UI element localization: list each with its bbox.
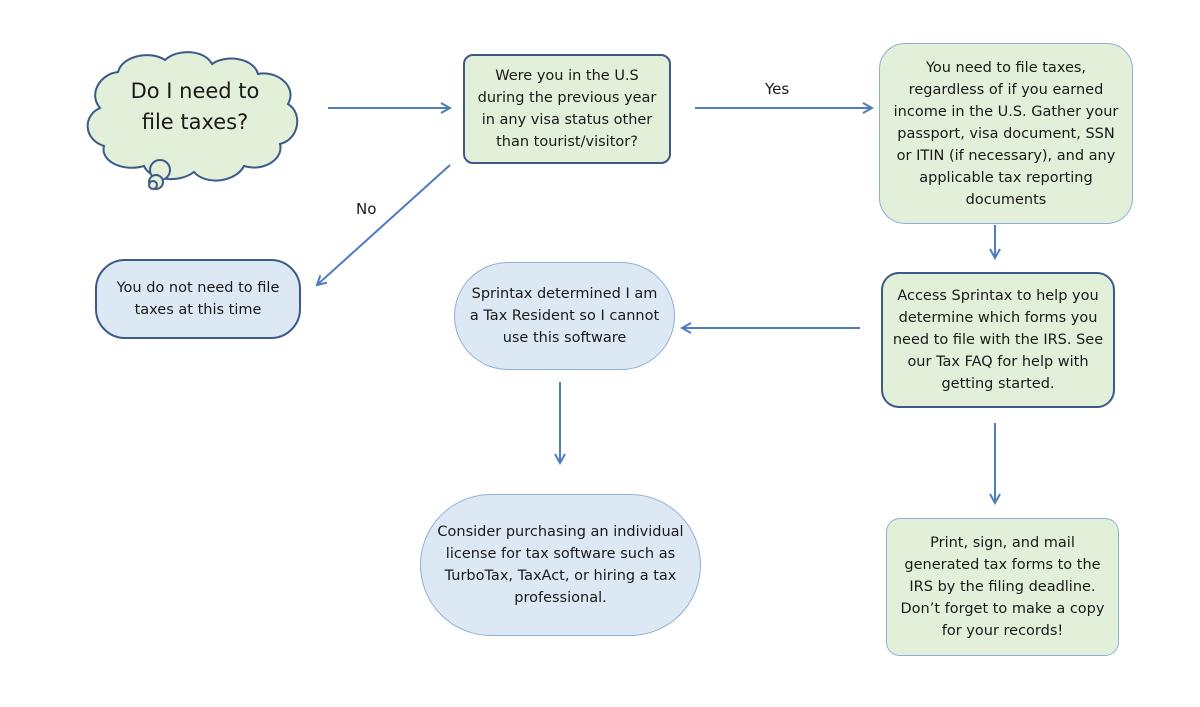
print-sign-mail-text: Print, sign, and mail generated tax form… xyxy=(900,535,1105,639)
cloud-bubble-small xyxy=(148,180,158,190)
tax-resident-box: Sprintax determined I am a Tax Resident … xyxy=(454,262,675,370)
consider-software-box: Consider purchasing an individual licens… xyxy=(420,494,701,636)
visa-status-question-box: Were you in the U.S during the previous … xyxy=(463,54,671,164)
thought-cloud xyxy=(86,51,299,190)
yes-label: Yes xyxy=(765,80,790,98)
file-taxes-box: You need to file taxes, regardless of if… xyxy=(879,43,1133,224)
arrow-question-to-no-need xyxy=(317,164,451,285)
access-sprintax-box: Access Sprintax to help you determine wh… xyxy=(881,272,1115,408)
no-need-to-file-box: You do not need to file taxes at this ti… xyxy=(95,259,301,339)
consider-software-text: Consider purchasing an individual licens… xyxy=(437,524,684,606)
start-question-text: Do I need to file taxes? xyxy=(130,79,260,134)
print-sign-mail-box: Print, sign, and mail generated tax form… xyxy=(886,518,1119,656)
no-need-to-file-text: You do not need to file taxes at this ti… xyxy=(116,280,280,318)
tax-resident-text: Sprintax determined I am a Tax Resident … xyxy=(469,286,660,346)
no-label: No xyxy=(356,200,377,218)
file-taxes-text: You need to file taxes, regardless of if… xyxy=(893,59,1119,208)
access-sprintax-text: Access Sprintax to help you determine wh… xyxy=(892,288,1104,392)
visa-status-question-text: Were you in the U.S during the previous … xyxy=(477,68,657,150)
